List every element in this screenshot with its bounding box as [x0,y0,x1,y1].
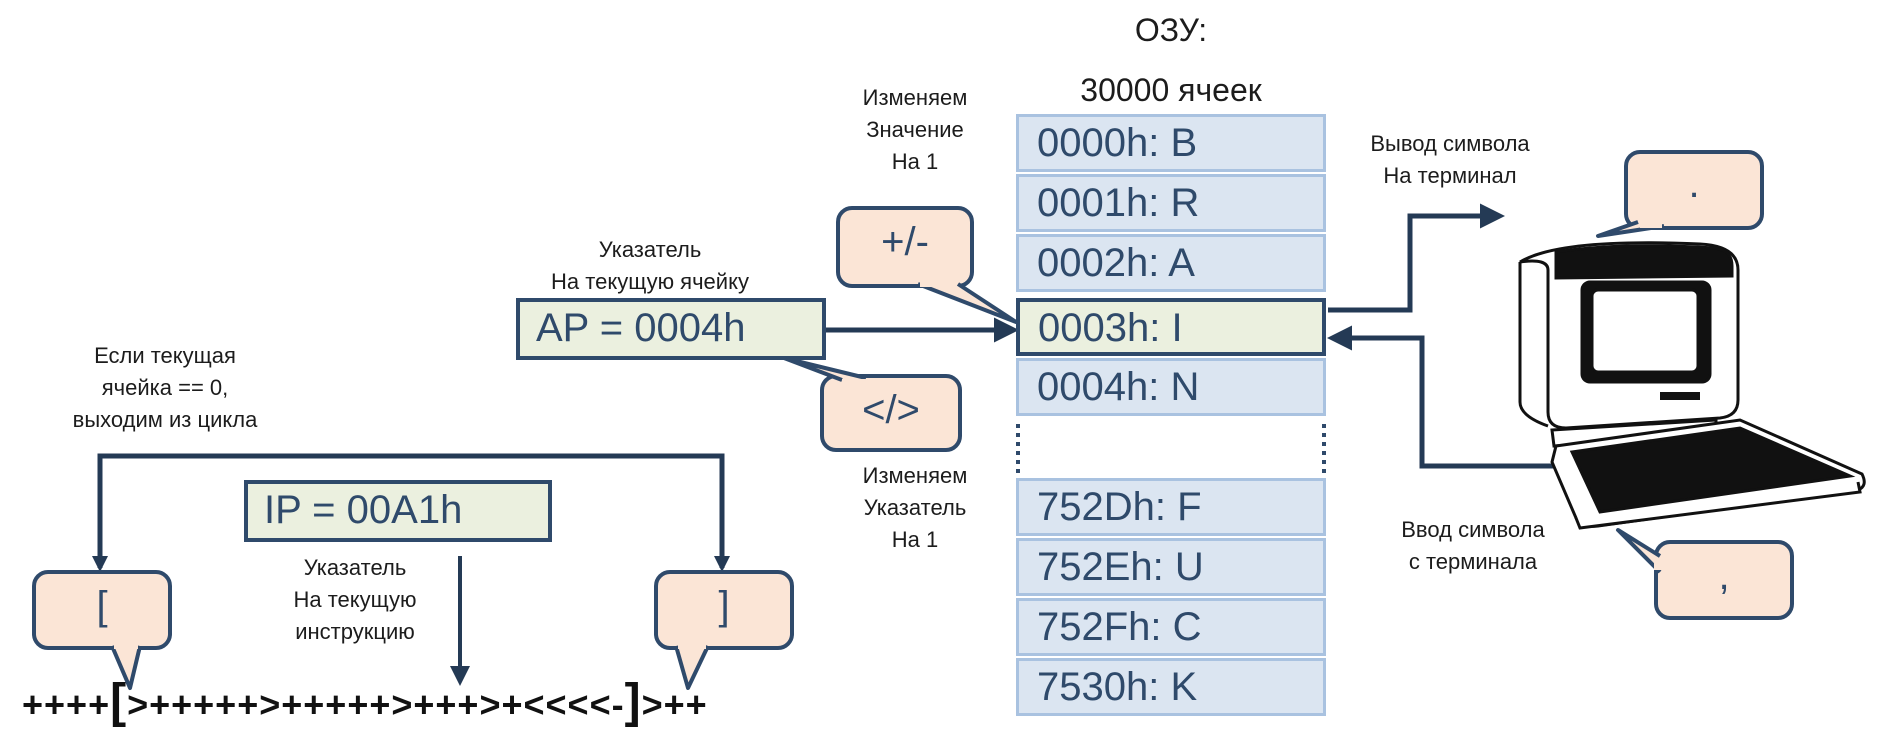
label-line: выходим из цикла [72,407,258,432]
label-line: Изменяем [862,463,968,488]
label-loop-exit: Если текущая ячейка == 0, выходим из цик… [50,340,280,436]
label-line: Ввод символа [1401,517,1545,542]
bubble-shift-text: </> [862,388,920,432]
label-line: На текущую [293,587,417,612]
label-change-pointer: Изменяем Указатель На 1 [820,460,1010,556]
loop-connector-line [97,453,725,568]
label-change-value: Изменяем Значение На 1 [820,82,1010,178]
program-open-bracket: [ [110,675,128,728]
label-line: Указатель [863,495,967,520]
label-line: ячейка == 0, [101,375,229,400]
program-code: ++++[>+++++>+++++>+++>+<<<<-]>++ [22,678,708,727]
label-line: Изменяем [862,85,968,110]
memory-title-line1: ОЗУ: [1134,12,1208,48]
memory-cell-active: 0003h: I [1016,298,1326,356]
memory-cell: 0004h: N [1016,358,1326,416]
program-before: ++++ [22,684,111,725]
terminal-icon [1518,241,1866,530]
label-line: Значение [866,117,964,142]
label-line: Указатель [598,237,702,262]
memory-cell: 0002h: A [1016,234,1326,292]
program-middle: >+++++>+++++>+++>+<<<<- [127,684,625,725]
loop-arrow-left [92,556,108,572]
bubble-loop-close-text: ] [718,584,730,628]
bubble-input [1616,528,1794,620]
ap-register: AP = 0004h [516,298,826,360]
label-instr-pointer: Указатель На текущую инструкцию [260,552,450,648]
input-arrow [1327,325,1560,469]
label-line: На 1 [891,149,939,174]
memory-cell: 752Eh: U [1016,538,1326,596]
memory-cell: 0000h: B [1016,114,1326,172]
label-output: Вывод символа На терминал [1350,128,1550,192]
label-line: инструкцию [295,619,415,644]
memory-title: ОЗУ: 30000 ячеек [1016,0,1326,120]
memory-cell: 752Fh: C [1016,598,1326,656]
memory-cell: 7530h: K [1016,658,1326,716]
label-line: Указатель [303,555,407,580]
bubble-loop-close [654,570,794,690]
bubble-plus-minus [836,206,1018,324]
label-line: с терминала [1408,549,1538,574]
label-cell-pointer: Указатель На текущую ячейку [520,234,780,298]
program-after: >++ [641,684,708,725]
label-line: На 1 [891,527,939,552]
bubble-input-text: , [1718,554,1730,598]
label-input: Ввод символа с терминала [1378,514,1568,578]
memory-cell: 0001h: R [1016,174,1326,232]
label-line: На текущую ячейку [551,269,749,294]
output-arrow [1328,203,1505,313]
memory-title-line2: 30000 ячеек [1080,72,1262,108]
bubble-plus-minus-text: +/- [881,220,929,264]
bubble-output [1596,150,1764,238]
label-line: На терминал [1383,163,1517,188]
label-line: Если текущая [94,343,236,368]
bubble-output-text: . [1688,162,1700,206]
loop-arrow-right [714,556,730,572]
label-line: Вывод символа [1370,131,1530,156]
program-close-bracket: ] [624,675,642,728]
memory-cell: 752Dh: F [1016,478,1326,536]
bubble-loop-open-text: [ [96,584,108,628]
ip-register: IP = 00A1h [244,480,552,542]
bubble-loop-open [32,570,172,690]
bubble-shift [782,356,962,452]
